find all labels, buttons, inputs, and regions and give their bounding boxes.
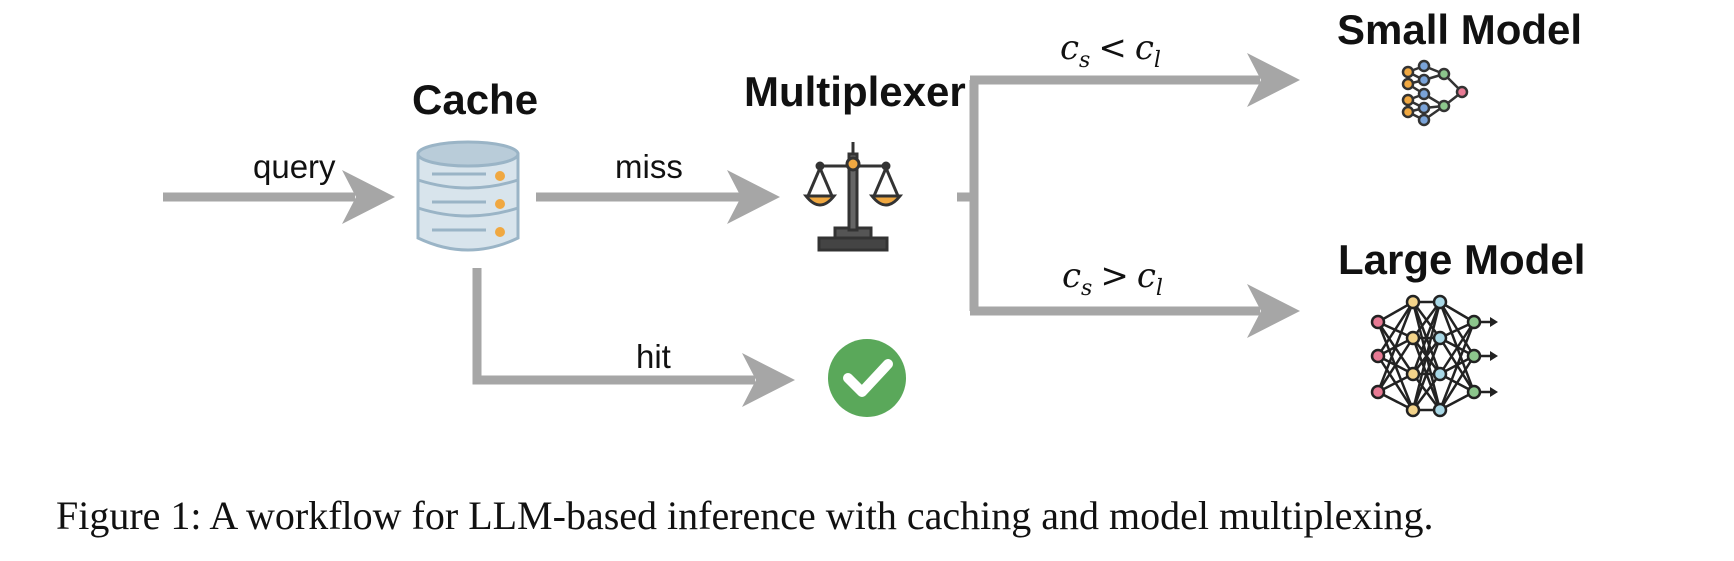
- network-node: [1432, 294, 1448, 310]
- network-node: [1405, 330, 1421, 346]
- miss-arrow: [536, 170, 780, 224]
- multiplexer-title: Multiplexer: [744, 68, 966, 115]
- balance-scale-icon: [802, 142, 904, 252]
- large-model-title: Large Model: [1338, 236, 1586, 283]
- network-node: [1405, 294, 1421, 310]
- network-node: [1432, 402, 1448, 418]
- large-model-network-icon: [1370, 294, 1498, 418]
- network-node: [1466, 348, 1482, 364]
- miss-label: miss: [615, 148, 683, 185]
- multiplexer-split-arrow: [957, 53, 1300, 338]
- cache-title: Cache: [412, 76, 539, 123]
- network-node: [1432, 330, 1448, 346]
- database-icon: [416, 140, 520, 252]
- hit-label: hit: [636, 338, 671, 375]
- query-arrow: [163, 170, 395, 224]
- network-node: [1405, 366, 1421, 382]
- network-node: [1405, 402, 1421, 418]
- network-node: [1370, 348, 1386, 364]
- hit-arrow: [472, 268, 795, 407]
- success-check-icon: [828, 339, 906, 417]
- network-node: [1370, 314, 1386, 330]
- network-node: [1432, 366, 1448, 382]
- large-model-condition: cs>cl: [1062, 256, 1163, 301]
- small-model-network-icon: [1401, 59, 1469, 127]
- small-model-title: Small Model: [1337, 6, 1583, 53]
- query-label: query: [253, 148, 336, 185]
- small-model-condition: cs<cl: [1060, 28, 1161, 73]
- network-node: [1466, 384, 1482, 400]
- figure-caption: Figure 1: A workflow for LLM-based infer…: [56, 493, 1434, 538]
- network-node: [1466, 314, 1482, 330]
- arrows: [163, 53, 1300, 407]
- network-node: [1370, 384, 1386, 400]
